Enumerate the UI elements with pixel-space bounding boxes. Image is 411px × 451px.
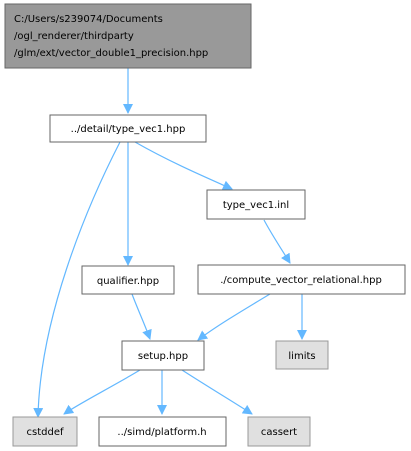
node-limits[interactable]: limits: [275, 340, 329, 370]
qualifier-hpp-label: qualifier.hpp: [97, 276, 159, 287]
node-cassert[interactable]: cassert: [247, 416, 311, 447]
node-type-vec1-hpp[interactable]: ../detail/type_vec1.hpp: [49, 114, 207, 143]
compute-vector-relational-hpp-label: ./compute_vector_relational.hpp: [220, 275, 382, 286]
node-platform-h[interactable]: ../simd/platform.h: [98, 416, 227, 447]
edge-setup-hpp-to-cassert: [181, 369, 253, 415]
node-root-file[interactable]: C:/Users/s239074/Documents /ogl_renderer…: [4, 3, 252, 69]
limits-label: limits: [288, 351, 315, 362]
type-vec1-inl-label: type_vec1.inl: [223, 200, 289, 211]
cstddef-label: cstddef: [27, 427, 64, 438]
root-file-path-line-1: C:/Users/s239074/Documents: [14, 14, 163, 25]
edge-qualifier-hpp-to-setup-hpp: [131, 293, 152, 340]
edges: [33, 68, 307, 418]
root-file-path-line-3: /glm/ext/vector_double1_precision.hpp: [14, 48, 208, 59]
edge-type-vec1-hpp-to-type-vec1-inl: [134, 141, 233, 190]
platform-h-label: ../simd/platform.h: [117, 427, 206, 438]
edge-setup-hpp-to-cstddef: [63, 369, 141, 415]
edge-type-vec1-inl-to-compute-vector-relational-hpp: [263, 219, 291, 264]
edge-compute-vector-relational-hpp-to-setup-hpp: [197, 293, 271, 341]
edge-type-vec1-hpp-to-cstddef: [33, 141, 121, 418]
setup-hpp-label: setup.hpp: [138, 351, 188, 362]
node-compute-vector-relational-hpp[interactable]: ./compute_vector_relational.hpp: [197, 264, 406, 295]
node-type-vec1-inl[interactable]: type_vec1.inl: [206, 189, 306, 220]
node-setup-hpp[interactable]: setup.hpp: [121, 340, 205, 371]
node-cstddef[interactable]: cstddef: [12, 416, 78, 447]
root-file-path-line-2: /ogl_renderer/thirdparty: [14, 31, 134, 42]
node-qualifier-hpp[interactable]: qualifier.hpp: [81, 265, 175, 295]
cassert-label: cassert: [261, 427, 297, 438]
type-vec1-hpp-label: ../detail/type_vec1.hpp: [71, 124, 186, 135]
